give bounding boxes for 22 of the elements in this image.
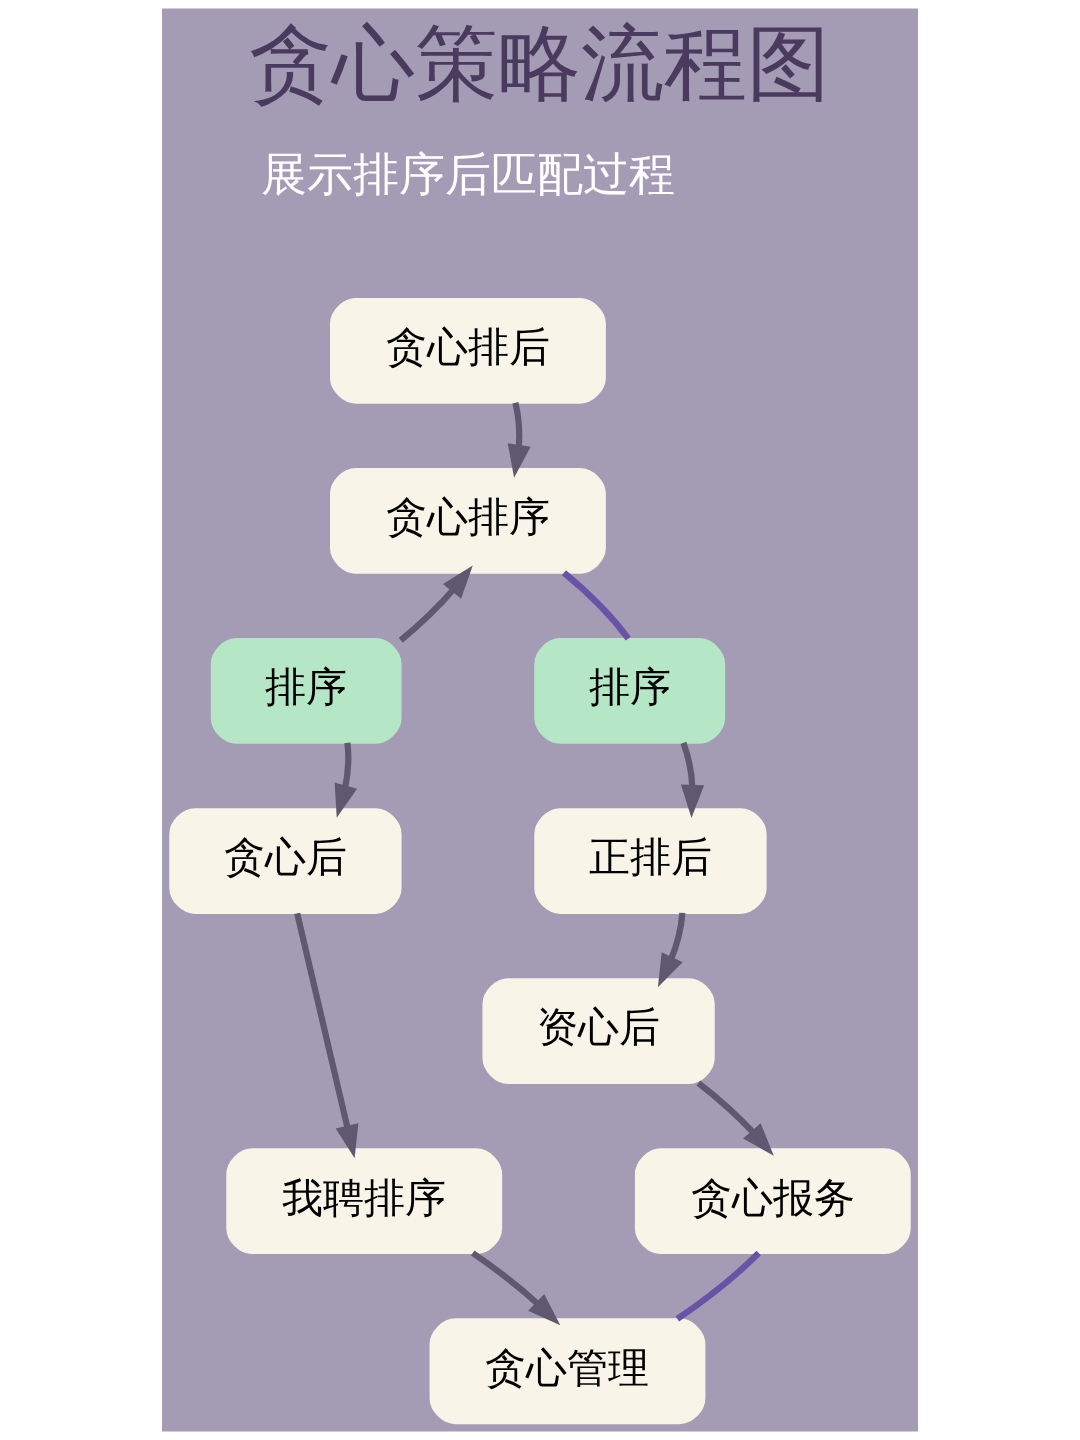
node-box: 贪心排后 xyxy=(330,297,606,404)
node-box: 排序 xyxy=(210,638,402,744)
node-box: 排序 xyxy=(534,638,726,744)
node-box: 我聘排序 xyxy=(226,1148,503,1255)
node-box: 正排后 xyxy=(534,808,767,914)
arrow xyxy=(657,912,686,988)
node-box: 资心后 xyxy=(482,978,715,1084)
arrow xyxy=(696,1080,774,1156)
arrow xyxy=(294,912,359,1159)
node-box: 贪心管理 xyxy=(429,1318,706,1425)
node-box: 贪心排序 xyxy=(330,468,606,574)
arrow xyxy=(398,565,473,643)
connector xyxy=(675,1250,761,1322)
arrow xyxy=(680,741,705,819)
arrow xyxy=(334,742,357,818)
node-box: 贪心后 xyxy=(169,808,402,914)
node-box: 贪心报务 xyxy=(634,1148,911,1255)
connector xyxy=(561,570,631,641)
arrow xyxy=(470,1250,561,1326)
label: 展示排序后匹配过程 xyxy=(260,148,675,202)
arrow xyxy=(507,401,531,478)
diagram-title: 贪心策略流程图 xyxy=(249,14,831,112)
